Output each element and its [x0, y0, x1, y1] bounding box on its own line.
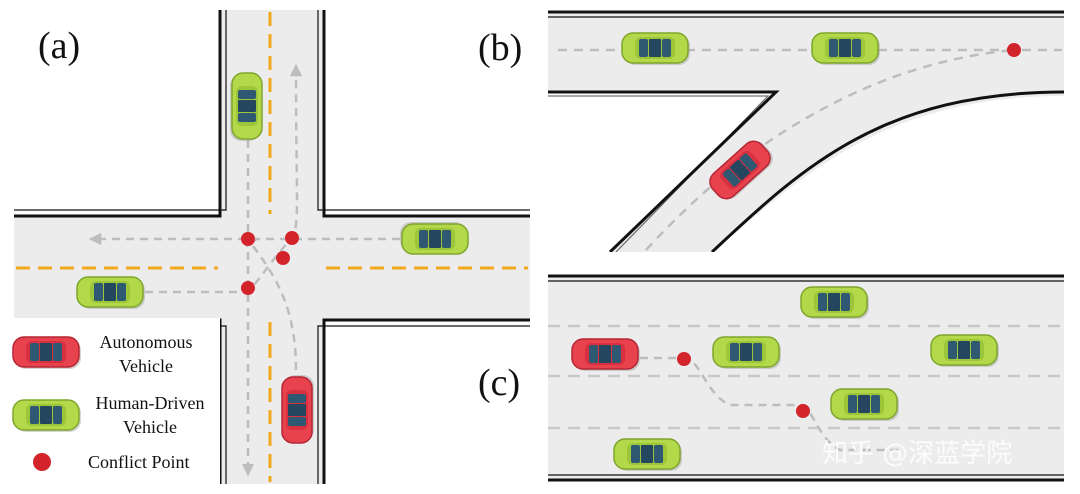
human-vehicle-car-icon — [712, 336, 782, 370]
human-vehicle-car-icon — [930, 334, 1000, 368]
legend-human-line1: Human-Driven — [96, 393, 205, 413]
human-vehicle-car-icon — [800, 286, 870, 320]
legend-conflict-point-icon — [33, 453, 51, 471]
conflict-point-icon — [796, 404, 810, 418]
legend-human-line2: Vehicle — [123, 417, 177, 437]
conflict-point-icon — [241, 232, 255, 246]
panel-label-c: (c) — [478, 362, 520, 404]
watermark: 知乎 @深蓝学院 — [822, 439, 1012, 469]
human-vehicle-car-icon — [621, 32, 691, 66]
legend-human-car-icon — [12, 399, 82, 433]
human-vehicle-car-icon — [613, 438, 683, 472]
autonomous-vehicle-car-icon — [281, 374, 315, 444]
conflict-point-icon — [677, 352, 691, 366]
human-vehicle-car-icon — [830, 388, 900, 422]
autonomous-vehicle-car-icon — [571, 338, 641, 372]
panel-a-intersection: (a) — [14, 10, 530, 484]
legend-autonomous-line2: Vehicle — [119, 356, 173, 376]
conflict-points-a — [241, 231, 299, 295]
legend-conflict-text: Conflict Point — [88, 452, 190, 472]
human-vehicle-car-icon — [76, 276, 146, 310]
panel-b-merge: (b) — [478, 10, 1064, 252]
legend: Autonomous Vehicle Human-Driven Vehicle … — [12, 318, 220, 484]
human-vehicle-car-icon — [811, 32, 881, 66]
human-vehicle-car-icon — [399, 221, 469, 255]
panel-label-a: (a) — [38, 25, 80, 67]
human-vehicle-car-icon — [229, 72, 263, 142]
conflict-point-icon — [276, 251, 290, 265]
conflict-point-icon — [1007, 43, 1021, 57]
conflict-point-icon — [241, 281, 255, 295]
panel-label-b: (b) — [478, 27, 522, 69]
conflict-point-icon — [285, 231, 299, 245]
panel-c-lane-change: (c) 知乎 @深蓝学院 — [478, 274, 1064, 482]
legend-autonomous-line1: Autonomous — [99, 332, 192, 352]
legend-autonomous-car-icon — [12, 336, 82, 370]
